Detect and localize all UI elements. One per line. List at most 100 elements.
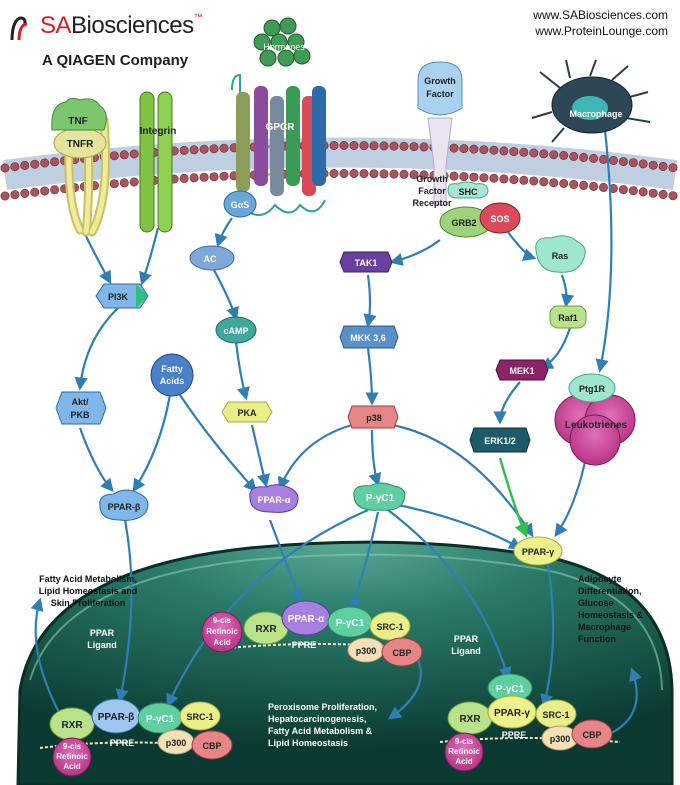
- mek1-label: MEK1: [509, 366, 534, 376]
- middle-note-line-4: Lipid Homeostasis: [268, 738, 348, 748]
- membrane-lipid-head: [638, 159, 648, 169]
- middle-rxr-node: RXR: [243, 611, 289, 645]
- membrane-lipid-head: [618, 185, 628, 195]
- membrane-lipid-head: [469, 172, 479, 182]
- arrow-akt-to-ppar-beta: [78, 427, 114, 493]
- membrane-lipid-head: [109, 179, 119, 189]
- tnf-tnfr-complex: TNF TNFR: [51, 97, 110, 237]
- membrane-lipid-head: [638, 187, 648, 197]
- membrane-lipid-head: [209, 144, 219, 154]
- left-src-node: SRC-1: [179, 701, 221, 731]
- pgc1-cytoplasm-label: P-γC1: [366, 493, 395, 504]
- membrane-lipid-head: [589, 153, 599, 163]
- membrane-lipid-head: [339, 169, 349, 179]
- right-note-line-4: Homeostasis &: [578, 610, 644, 620]
- fatty-label-1: Fatty: [161, 364, 183, 374]
- company-tagline: A QIAGEN Company: [42, 52, 189, 69]
- membrane-lipid-head: [569, 179, 579, 189]
- membrane-lipid-head: [489, 145, 499, 155]
- nucleus-rim-highlight: [29, 553, 663, 691]
- membrane-lipid-head: [499, 146, 509, 156]
- middle-note-line-3: Fatty Acid Metabolism &: [268, 726, 373, 736]
- membrane-lipid-head: [409, 142, 419, 152]
- arrow-fatty-to-ppar-alpha: [179, 394, 257, 492]
- membrane-lipid-head: [359, 169, 369, 179]
- integrin: Integrin: [139, 91, 176, 233]
- middle-ra-line-2: Retinoic: [206, 627, 238, 636]
- ras-label: Ras: [552, 251, 569, 261]
- left-cbp-label: CBP: [202, 741, 221, 751]
- membrane-lipid-head: [30, 187, 40, 197]
- erk-label: ERK1/2: [484, 436, 516, 446]
- membrane-lipid-head: [589, 181, 599, 191]
- arrow-p38-to-pgc1: [368, 429, 382, 487]
- membrane-lipid-head: [129, 177, 139, 187]
- membrane-lipid-head: [189, 145, 199, 155]
- left-note-line-3: Skin Proliferation: [51, 598, 126, 608]
- arrow-tak1-to-mkk: [363, 274, 377, 328]
- membrane-lipid-head: [409, 170, 419, 180]
- pka-label: PKA: [237, 408, 257, 418]
- membrane-lipid-head: [668, 191, 678, 201]
- membrane-lipid-head: [419, 170, 429, 180]
- membrane-lipid-head: [539, 177, 549, 187]
- arrow-ppar-beta-to-nucleus: [115, 519, 133, 703]
- membrane-lipid-head: [579, 152, 589, 162]
- nucleus-left-complex: Fatty Acid Metabolism, Lipid Homeostasis…: [39, 574, 233, 777]
- membrane-lipid-head: [359, 141, 369, 151]
- arrow-p38-to-ppar-alpha: [277, 423, 353, 491]
- tak1-node: TAK1: [339, 251, 393, 273]
- membrane-lipid-head: [658, 189, 668, 199]
- arrow-camp-to-pka: [234, 341, 250, 401]
- left-rxr-label: RXR: [61, 720, 83, 731]
- membrane-lipid-head: [369, 169, 379, 179]
- tnf-label: TNF: [68, 116, 87, 127]
- membrane-lipid-head: [549, 150, 559, 160]
- right-rxr-node: RXR: [447, 701, 493, 735]
- arrow-raf1-to-mek1: [539, 327, 572, 370]
- membrane-lipid-head: [529, 148, 539, 158]
- arrow-integrin-to-pi3k: [139, 227, 160, 286]
- pgc1-node-cytoplasm: P-γC1: [353, 482, 406, 511]
- pi3k-label: PI3K: [108, 292, 129, 302]
- middle-retinoic-acid-node: 9-cis Retinoic Acid: [201, 611, 243, 653]
- left-ppar-label: PPAR-β: [98, 712, 134, 723]
- hormones-cluster: Hormones: [253, 17, 311, 67]
- ac-label: AC: [204, 254, 217, 264]
- ppar-alpha-node-cytoplasm: PPAR-α: [249, 484, 299, 513]
- left-p300-label: p300: [166, 738, 187, 748]
- right-note-line-2: Differentiation,: [578, 586, 642, 596]
- middle-cbp-node: CBP: [381, 637, 423, 667]
- right-ligand-line-2: Ligand: [451, 646, 481, 656]
- membrane-lipid-head: [628, 158, 638, 168]
- cell-membrane: [0, 137, 678, 201]
- membrane-lipid-head: [668, 163, 678, 173]
- pka-node: PKA: [221, 401, 273, 423]
- membrane-lipid-head: [189, 173, 199, 183]
- membrane-lipid-head: [40, 186, 50, 196]
- left-ra-line-2: Retinoic: [56, 752, 88, 761]
- middle-src-node: SRC-1: [369, 611, 411, 641]
- pi3k-node: PI3K: [95, 283, 149, 309]
- middle-cbp-label: CBP: [392, 648, 411, 658]
- macrophage-label: Macrophage: [569, 109, 622, 119]
- erk-node: ERK1/2: [469, 427, 531, 453]
- membrane-lipid-head: [0, 191, 10, 201]
- membrane-lipid-head: [119, 178, 129, 188]
- arrow-left-complex-to-note: [30, 597, 63, 719]
- membrane-lipid-head: [369, 141, 379, 151]
- arrow-pka-to-ppar-alpha: [250, 424, 270, 488]
- sabiosciences-logo-icon: [10, 16, 28, 41]
- membrane-lipid-head: [30, 159, 40, 169]
- akt-label-1: Akt/: [71, 397, 89, 407]
- right-ppar-label: PPAR-γ: [494, 708, 530, 719]
- left-src-label: SRC-1: [186, 712, 213, 722]
- left-rxr-node: RXR: [49, 707, 95, 741]
- membrane-lipid-head: [419, 142, 429, 152]
- fatty-label-2: Acids: [160, 376, 185, 386]
- middle-p300-label: p300: [356, 646, 377, 656]
- membrane-lipid-head: [489, 173, 499, 183]
- growth-factor-receptor-shape: [427, 117, 453, 206]
- membrane-lipid-head: [349, 169, 359, 179]
